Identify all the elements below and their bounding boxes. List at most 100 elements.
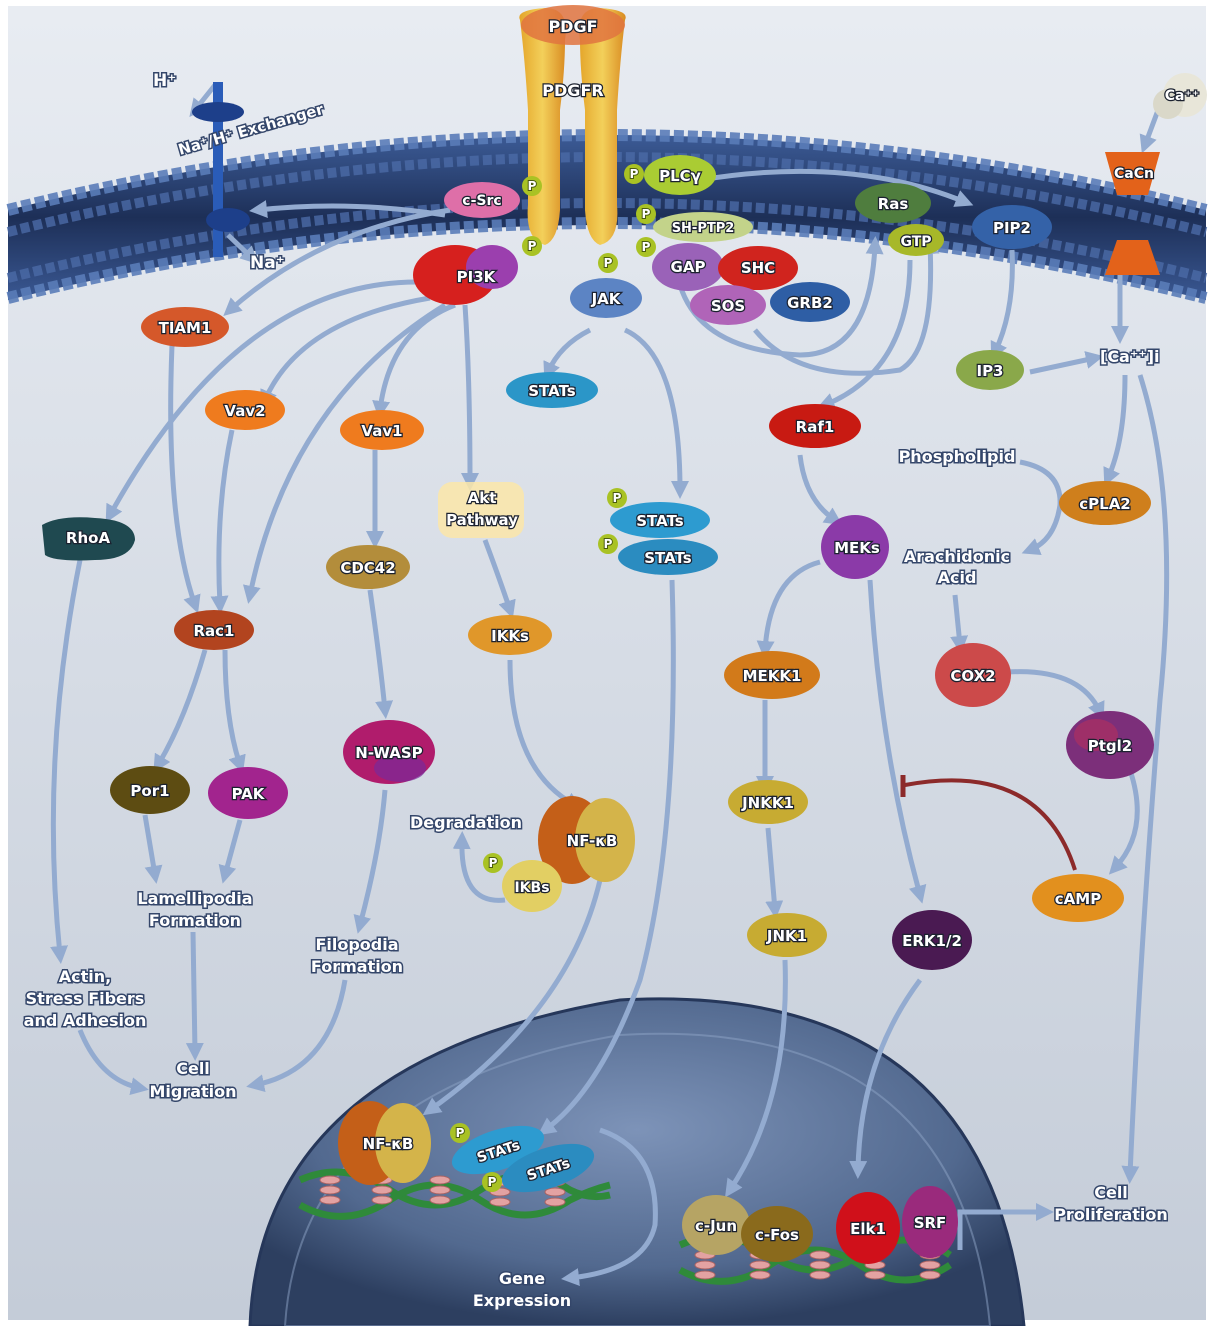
pdgf-label: PDGF (548, 17, 597, 36)
cell-migration-label-2: Migration (149, 1082, 236, 1101)
jnk1-label: JNK1 (766, 927, 807, 945)
filopodia-label-2: Formation (311, 957, 403, 976)
ca-ion-label: Ca⁺⁺ (1165, 88, 1200, 104)
node-nwasp: N-WASP (343, 720, 435, 784)
node-por1: Por1 (110, 766, 190, 814)
phosphate-nuc2: P (482, 1172, 502, 1192)
node-plc: PLCγ (644, 155, 716, 195)
pi3k-label: PI3K (457, 268, 497, 286)
stats-top-label: STATs (528, 382, 576, 400)
lamellipodia-label-1: Lamellipodia (137, 889, 252, 908)
node-erk: ERK1/2 (892, 910, 972, 970)
svg-text:P: P (604, 256, 613, 270)
svg-text:P: P (528, 239, 537, 253)
inhibition-arc (900, 775, 1077, 871)
phosphate-shptp2: P (636, 204, 656, 224)
node-nfkb: NF-κB (538, 796, 635, 884)
node-cpla2: cPLA2 (1059, 481, 1151, 525)
node-rhoa: RhoA (42, 517, 135, 561)
node-cjun: c-Jun (682, 1195, 750, 1255)
phosphate-pi3k: P (522, 236, 542, 256)
svg-text:P: P (642, 207, 651, 221)
pdgfr-label: PDGFR (542, 81, 603, 100)
node-jnkk1: JNKK1 (728, 780, 808, 824)
phosphate-nuc1: P (450, 1123, 470, 1143)
phosphate-stats2: P (598, 534, 618, 554)
pdgfr-receptor: PDGF PDGFR (519, 5, 626, 245)
node-ptgi2: Ptgl2 (1066, 711, 1154, 779)
nwasp-label: N-WASP (355, 744, 422, 762)
tiam1-label: TIAM1 (159, 319, 212, 337)
node-ip3: IP3 (956, 350, 1024, 390)
por1-label: Por1 (130, 782, 169, 800)
phospholipid-label: Phospholipid (899, 447, 1016, 466)
gtp-label: GTP (900, 234, 931, 250)
node-cox2: COX2 (935, 643, 1011, 707)
node-gtp: GTP (888, 224, 944, 256)
akt-pathway-label: Pathway (446, 511, 518, 529)
gene-expression-label-1: Gene (499, 1269, 545, 1288)
cacn-label: CaCn (1114, 166, 1154, 182)
phosphate-gap: P (636, 237, 656, 257)
node-cdc42: CDC42 (326, 545, 410, 589)
dna-left (298, 1168, 611, 1220)
vav2-label: Vav2 (224, 402, 265, 420)
na-plus-label: Na⁺ (250, 253, 285, 273)
camp-label: cAMP (1055, 890, 1101, 908)
ikks-label: IKKs (491, 627, 529, 645)
rhoa-label: RhoA (66, 529, 111, 547)
node-grb2: GRB2 (770, 282, 850, 322)
erk-label: ERK1/2 (902, 932, 962, 950)
phosphate-stats1: P (607, 488, 627, 508)
cpla2-label: cPLA2 (1079, 495, 1131, 513)
node-gap: GAP (652, 243, 724, 291)
actin-label-2: Stress Fibers (26, 989, 145, 1008)
node-vav2: Vav2 (205, 390, 285, 430)
phosphate-ikbs: P (483, 853, 503, 873)
node-raf1: Raf1 (769, 404, 861, 448)
elk1-label: Elk1 (850, 1220, 886, 1238)
pip2-label: PIP2 (993, 219, 1031, 237)
cell-proliferation-label-1: Cell (1094, 1183, 1128, 1202)
node-akt: Akt Pathway (438, 482, 524, 538)
lamellipodia-label-2: Formation (149, 911, 241, 930)
calcium-channel: Ca⁺⁺ CaCn (1105, 73, 1207, 275)
node-stats-top: STATs (506, 372, 598, 408)
svg-text:P: P (613, 491, 622, 505)
node-ikbs: IKBs (502, 860, 562, 912)
node-mekk1: MEKK1 (724, 651, 820, 699)
ras-label: Ras (878, 195, 909, 213)
node-cfos: c-Fos (741, 1206, 813, 1262)
gene-expression-label-2: Expression (473, 1291, 571, 1310)
meks-label: MEKs (834, 539, 880, 557)
degradation-label: Degradation (410, 813, 522, 832)
phosphate-plc: P (624, 164, 644, 184)
svg-text:P: P (488, 1175, 497, 1189)
phosphate-csrc: P (522, 176, 542, 196)
svg-text:P: P (489, 856, 498, 870)
svg-text:P: P (456, 1126, 465, 1140)
cell-migration-label-1: Cell (176, 1059, 210, 1078)
node-meks: MEKs (821, 515, 889, 579)
actin-label-1: Actin, (59, 967, 111, 986)
ikbs-label: IKBs (514, 880, 549, 896)
grb2-label: GRB2 (787, 294, 833, 312)
plc-label: PLCγ (659, 167, 701, 185)
raf1-label: Raf1 (796, 418, 835, 436)
shptp2-label: SH-PTP2 (672, 221, 735, 236)
node-ras: Ras (855, 183, 931, 223)
node-rac1: Rac1 (174, 610, 254, 650)
node-pip2: PIP2 (972, 205, 1052, 249)
cell-proliferation-label-2: Proliferation (1054, 1205, 1168, 1224)
jnkk1-label: JNKK1 (741, 794, 794, 812)
ca-intracellular-label: [Ca⁺⁺]i (1100, 347, 1160, 366)
node-jnk1: JNK1 (747, 913, 827, 957)
akt-label: Akt (468, 489, 497, 507)
stats-p2-label: STATs (644, 549, 692, 567)
node-jak: JAK (570, 278, 642, 318)
node-csrc: c-Src (444, 182, 520, 218)
ip3-label: IP3 (976, 362, 1003, 380)
arachidonic-label-2: Acid (938, 568, 977, 587)
node-tiam1: TIAM1 (141, 307, 229, 347)
